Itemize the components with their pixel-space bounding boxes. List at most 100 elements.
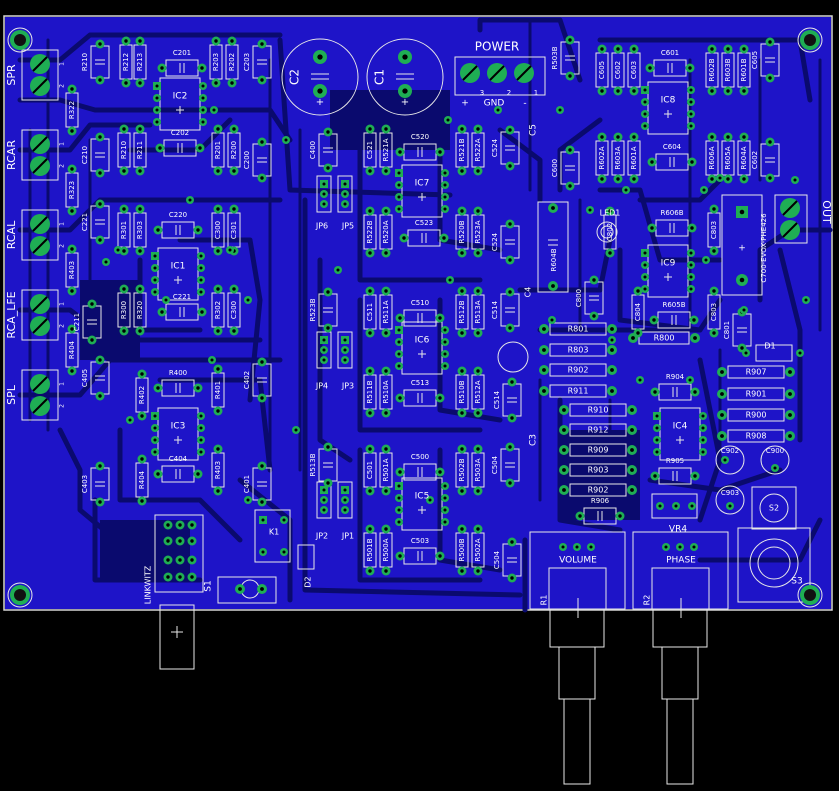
pad-hole (260, 500, 264, 504)
evox-label: C700-EVOX-PHE426 (760, 213, 768, 283)
resistor-label: R203 (212, 53, 220, 71)
pad-hole (368, 489, 372, 493)
pad-hole (600, 47, 604, 51)
component-label: - (523, 99, 526, 109)
led-label: LED1 (600, 209, 621, 218)
capacitor-label: C524 (491, 232, 499, 251)
terminal-block (21, 289, 59, 341)
pad-hole (632, 47, 636, 51)
component-label: + (401, 97, 409, 108)
capacitor-label: C503 (411, 537, 429, 545)
pad-hole (768, 140, 772, 144)
pad-hole (122, 249, 126, 253)
resistor-label: C605 (598, 61, 606, 79)
pad-hole (282, 550, 286, 554)
pad-hole (655, 450, 659, 454)
capacitor-label: C1 (373, 69, 387, 85)
pad-hole (232, 169, 236, 173)
pad-hole (443, 520, 447, 524)
mounting-hole-center (804, 589, 816, 601)
pad-hole (98, 42, 102, 46)
pad-hole (246, 498, 250, 502)
pad-hole (156, 228, 160, 232)
copper-trace (637, 177, 723, 203)
capacitor-label: C800 (575, 289, 583, 307)
ic-outline (659, 407, 701, 461)
pad-hole (190, 558, 194, 562)
resistor-label: R912 (588, 426, 609, 435)
pad-hole (460, 369, 464, 373)
capacitor-label: C801 (723, 321, 731, 339)
capacitor-label: C402 (243, 371, 251, 389)
switch-label: S3 (791, 577, 802, 587)
pad-hole (562, 408, 566, 412)
component-label: 1 (59, 382, 66, 386)
pad-hole (158, 146, 162, 150)
pad-hole (589, 545, 593, 549)
switch-label: S1 (204, 580, 214, 591)
pad-hole (561, 545, 565, 549)
pad-hole (343, 498, 347, 502)
pad-hole (508, 481, 512, 485)
ic-outline (159, 77, 201, 131)
copper-trace (357, 447, 483, 583)
pad-hole (260, 140, 264, 144)
diode (755, 344, 793, 362)
pad-hole (610, 338, 614, 342)
capacitor-label: R904 (666, 373, 685, 381)
mounting-hole-center (14, 34, 26, 46)
pad-hole (443, 328, 447, 332)
component-label: C900 (766, 447, 784, 455)
pad-hole (655, 414, 659, 418)
pad-hole (443, 195, 447, 199)
pad-hole (443, 364, 447, 368)
pad-hole (701, 450, 705, 454)
resistor-label: R522A (474, 138, 482, 161)
pad-hole (397, 340, 401, 344)
pad-hole (476, 411, 480, 415)
pad-hole (284, 138, 288, 142)
resistor-label: C602 (614, 61, 622, 79)
jumper (337, 175, 353, 213)
pad-hole (70, 87, 74, 91)
pad-hole (562, 448, 566, 452)
resistor-label: R902 (588, 486, 609, 495)
pad-hole (460, 209, 464, 213)
capacitor-label: C600 (551, 159, 559, 177)
pad-hole (368, 569, 372, 573)
pad-hole (232, 207, 236, 211)
pad-hole (398, 396, 402, 400)
pad-hole (476, 331, 480, 335)
pad-hole (398, 470, 402, 474)
resistor-label: R903 (588, 466, 609, 475)
resistor-label: R512B (458, 300, 466, 323)
capacitor-label: C221 (173, 293, 191, 301)
resistor-label: R201 (214, 141, 222, 159)
resistor-label: R803 (568, 346, 589, 355)
ic-label: IC3 (171, 422, 186, 432)
pad-hole (368, 251, 372, 255)
pad-hole (104, 260, 108, 264)
pad-hole (648, 66, 652, 70)
pad-hole (496, 108, 500, 112)
pad-hole (138, 39, 142, 43)
resistor-label: C803 (710, 303, 718, 321)
capacitor-label: R606B (660, 209, 683, 217)
capacitor-label: R906 (591, 497, 610, 505)
resistor-label: R300 (120, 301, 128, 319)
pad-hole (322, 358, 326, 362)
pad-hole (650, 226, 654, 230)
capacitor-label: R210 (81, 53, 89, 71)
resistor-label: C511 (366, 303, 374, 321)
resistor (727, 365, 785, 379)
pad-hole (693, 390, 697, 394)
pad-hole (198, 146, 202, 150)
screw-slot (516, 65, 532, 81)
pad-hole (636, 289, 640, 293)
component-label: 2 (59, 404, 66, 408)
ic-label: IC2 (173, 92, 188, 102)
pad-hole (138, 81, 142, 85)
electrolytic-capacitor (715, 485, 745, 515)
pad-hole (443, 171, 447, 175)
pad-hole (476, 569, 480, 573)
